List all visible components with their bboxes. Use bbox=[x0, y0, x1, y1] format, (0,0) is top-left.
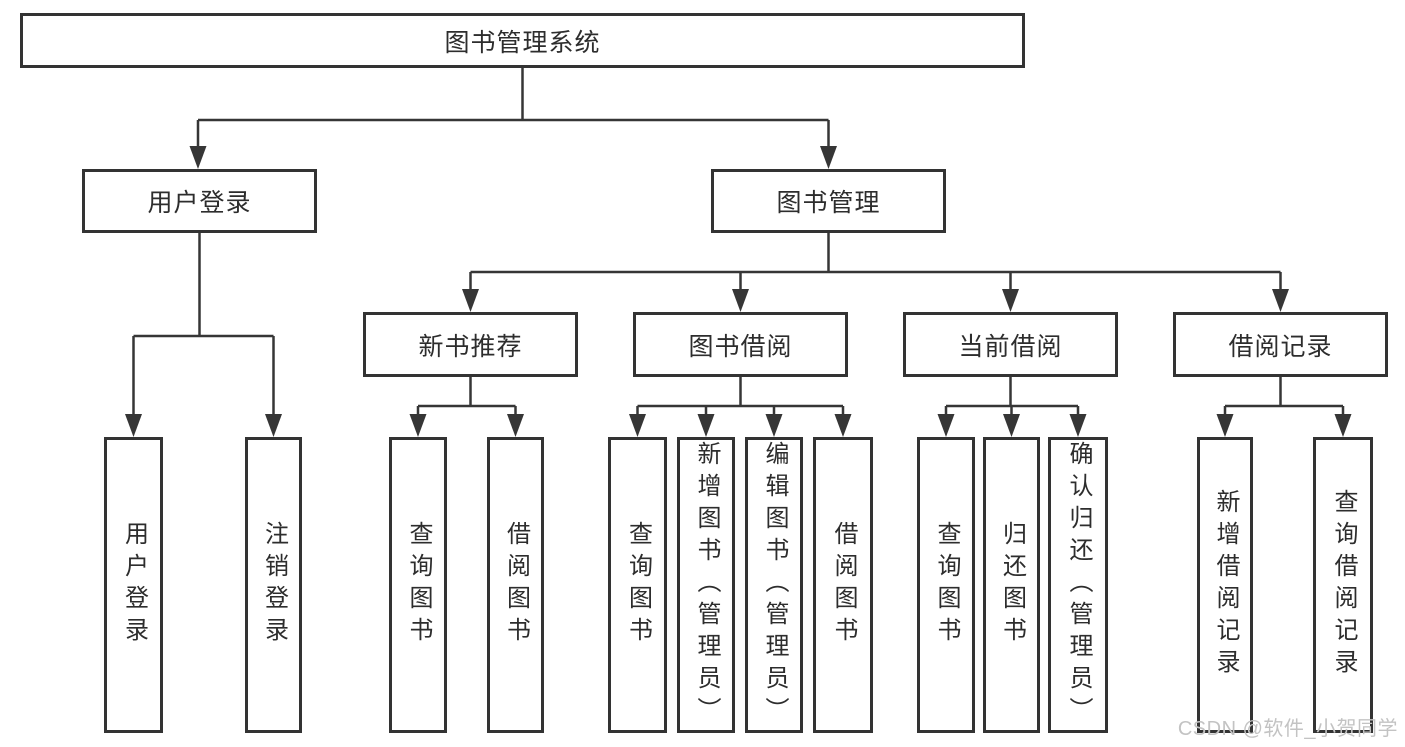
node-label: 新增图书（管理员） bbox=[693, 441, 720, 729]
node-label: 借阅记录 bbox=[1228, 332, 1333, 361]
node-label: 新书推荐 bbox=[418, 332, 523, 361]
node-user-login: 用户登录 bbox=[82, 169, 317, 233]
leaf-borrow-books-2: 借阅图书 bbox=[813, 437, 873, 733]
node-label: 注销登录 bbox=[260, 521, 288, 649]
node-label: 归还图书 bbox=[998, 521, 1026, 649]
leaf-logout: 注销登录 bbox=[245, 437, 302, 733]
leaf-add-book-admin: 新增图书（管理员） bbox=[677, 437, 735, 733]
leaf-query-borrow-record: 查询借阅记录 bbox=[1313, 437, 1373, 733]
leaf-borrow-books-1: 借阅图书 bbox=[487, 437, 544, 733]
node-label: 图书管理 bbox=[776, 189, 881, 217]
node-label: 查询图书 bbox=[933, 521, 960, 649]
node-borrowing-records: 借阅记录 bbox=[1173, 312, 1388, 377]
node-label: 用户登录 bbox=[120, 521, 148, 649]
leaf-query-books-1: 查询图书 bbox=[389, 437, 447, 733]
leaf-confirm-return-admin: 确认归还（管理员） bbox=[1048, 437, 1108, 733]
node-label: 图书管理系统 bbox=[444, 28, 601, 57]
node-label: 编辑图书（管理员） bbox=[761, 441, 788, 729]
node-label: 用户登录 bbox=[147, 189, 252, 217]
leaf-user-login: 用户登录 bbox=[104, 437, 163, 733]
node-label: 借阅图书 bbox=[830, 521, 857, 649]
leaf-return-books: 归还图书 bbox=[983, 437, 1040, 733]
leaf-query-books-2: 查询图书 bbox=[608, 437, 667, 733]
node-current-borrowing: 当前借阅 bbox=[903, 312, 1118, 377]
node-label: 当前借阅 bbox=[958, 332, 1063, 361]
node-book-management: 图书管理 bbox=[711, 169, 946, 233]
leaf-edit-book-admin: 编辑图书（管理员） bbox=[745, 437, 803, 733]
node-label: 图书借阅 bbox=[688, 332, 793, 361]
node-label: 查询图书 bbox=[624, 521, 652, 649]
node-label: 新增借阅记录 bbox=[1212, 489, 1239, 681]
node-label: 查询借阅记录 bbox=[1330, 489, 1357, 681]
node-book-borrowing: 图书借阅 bbox=[633, 312, 848, 377]
csdn-watermark: CSDN @软件_小贺同学 bbox=[1177, 718, 1398, 740]
node-label: 确认归还（管理员） bbox=[1065, 441, 1092, 729]
leaf-add-borrow-record: 新增借阅记录 bbox=[1197, 437, 1253, 733]
leaf-query-books-3: 查询图书 bbox=[917, 437, 975, 733]
node-new-book-recommend: 新书推荐 bbox=[363, 312, 578, 377]
node-label: 借阅图书 bbox=[502, 521, 530, 649]
node-library-management-system: 图书管理系统 bbox=[20, 13, 1025, 68]
node-label: 查询图书 bbox=[405, 521, 432, 649]
